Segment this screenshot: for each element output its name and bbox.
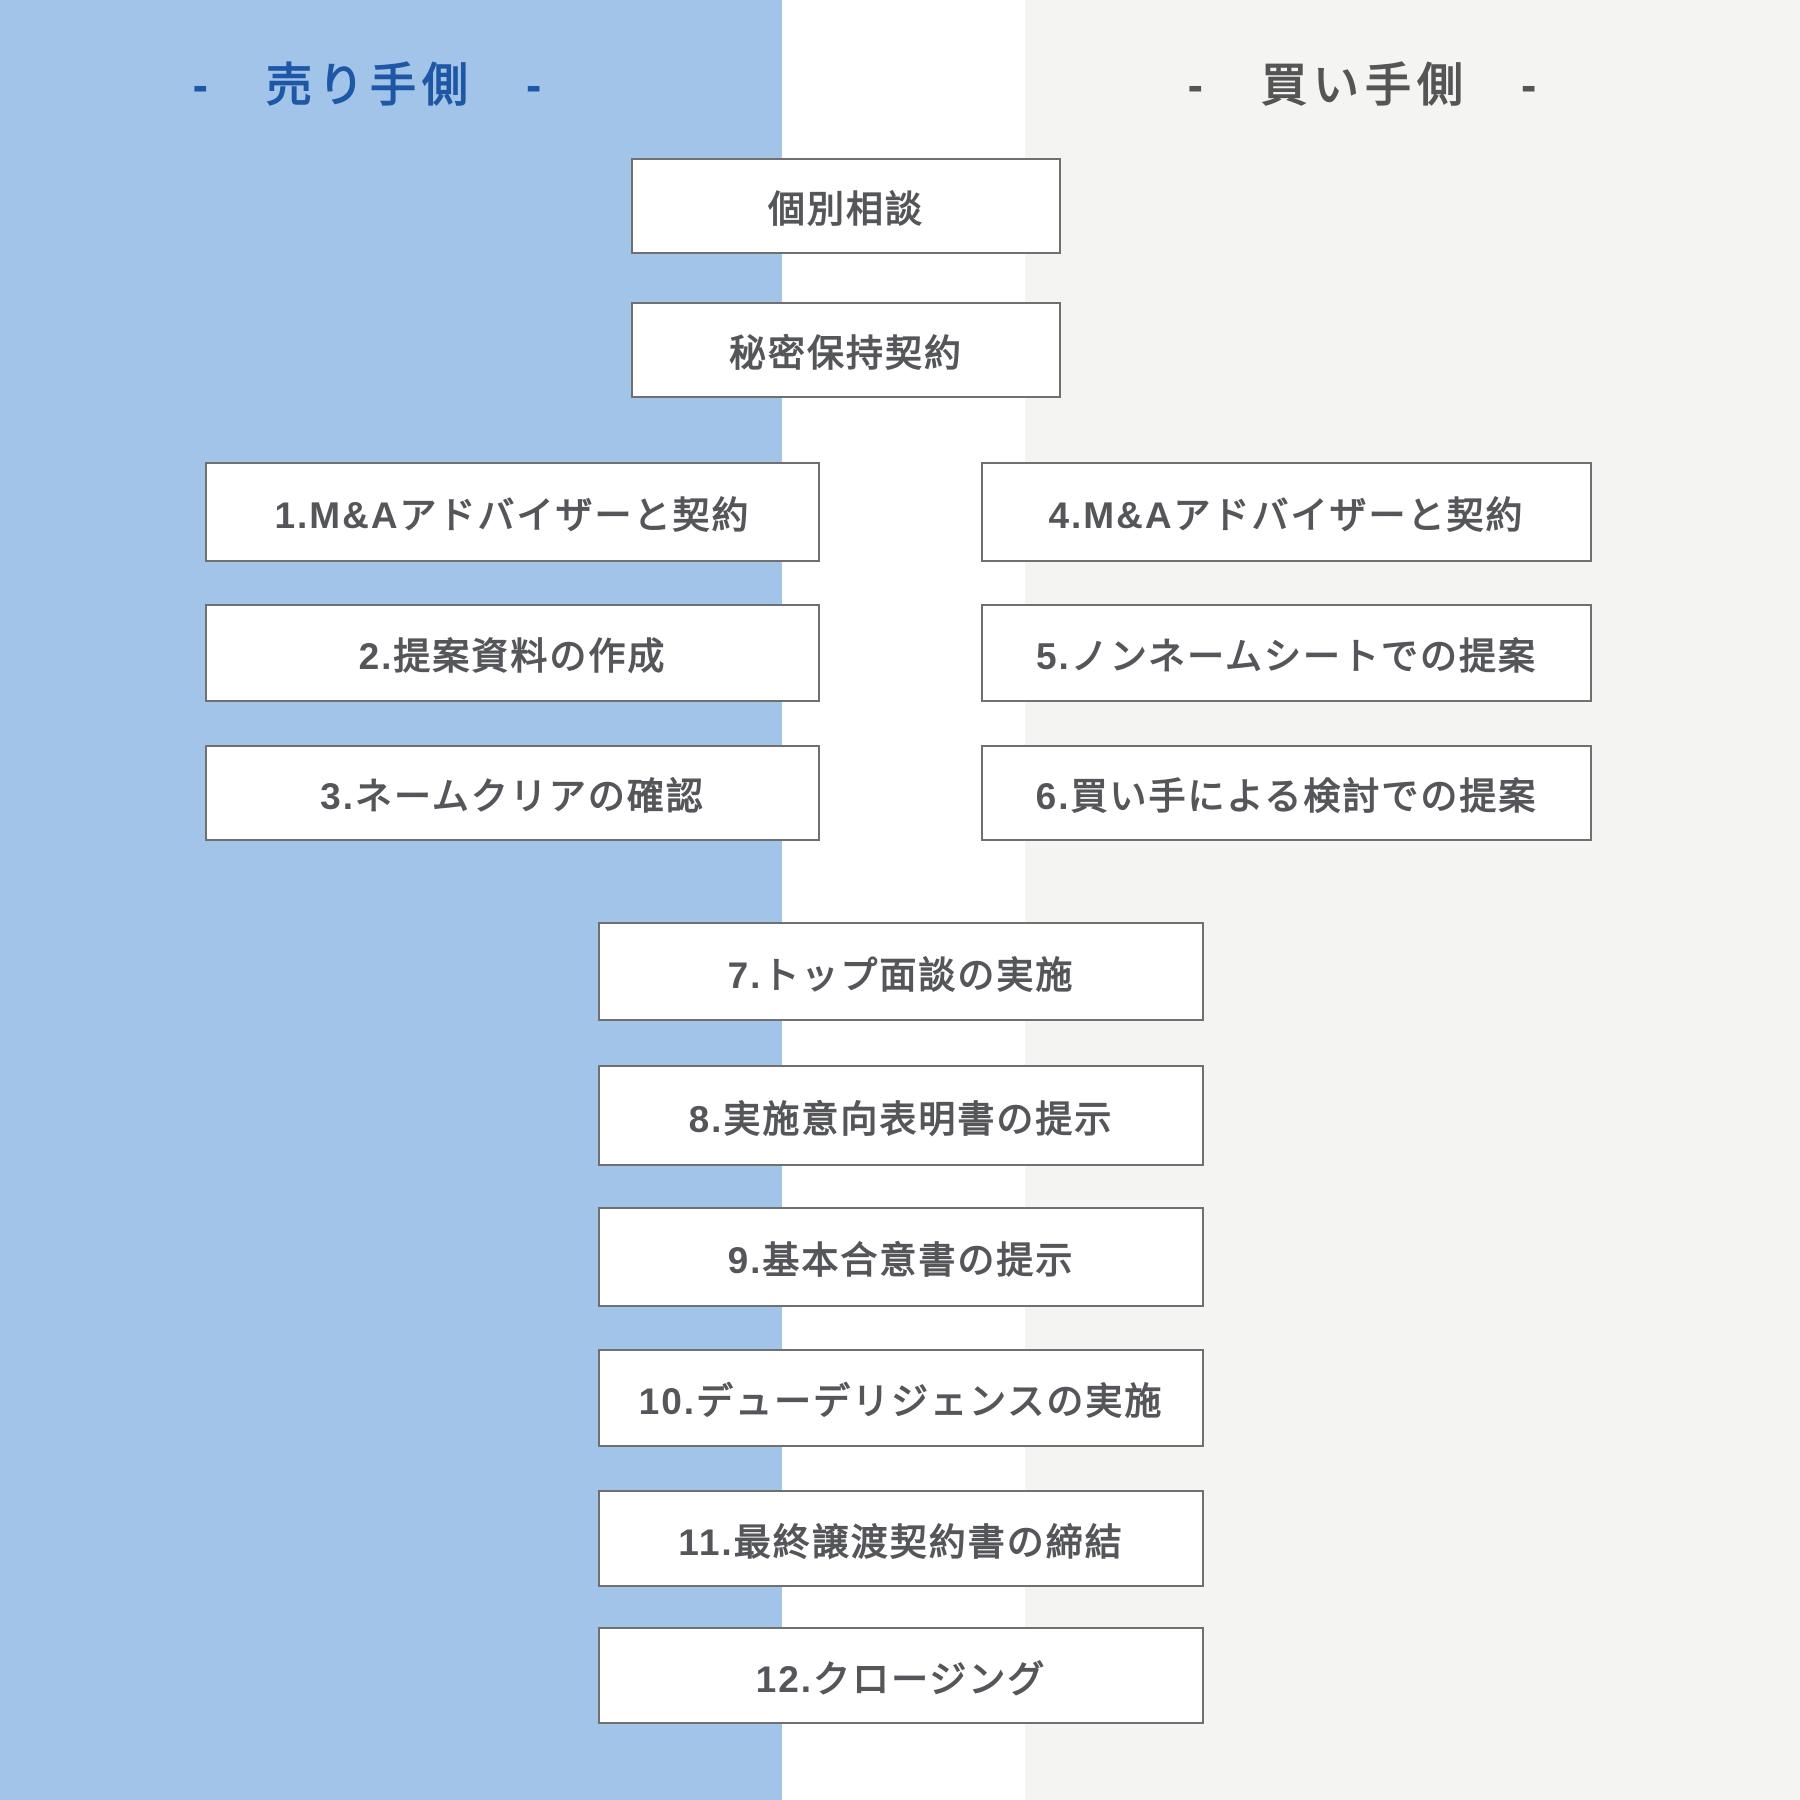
process-box-label: 9.基本合意書の提示 (727, 1240, 1075, 1281)
process-box-label: 8.実施意向表明書の提示 (688, 1098, 1114, 1140)
process-box-step-10: 10.デューデリジェンスの実施 (598, 1349, 1204, 1447)
process-box-label: 5.ノンネームシートでの提案 (1035, 636, 1537, 677)
process-box-himitsu-hoji-keiyaku: 秘密保持契約 (631, 302, 1061, 398)
process-box-label: 6.買い手による検討での提案 (1035, 776, 1538, 817)
process-box-kobetsu-soudan: 個別相談 (631, 158, 1061, 254)
process-box-label: 4.M&Aアドバイザーと契約 (1048, 495, 1525, 536)
process-box-step-2: 2.提案資料の作成 (205, 604, 820, 702)
process-box-label: 11.最終譲渡契約書の締結 (678, 1521, 1124, 1563)
process-box-label: 7.トップ面談の実施 (727, 954, 1075, 996)
process-box-step-12: 12.クロージング (598, 1627, 1204, 1724)
process-box-step-4: 4.M&Aアドバイザーと契約 (981, 462, 1592, 562)
seller-side-header: - 売り手側 - (192, 59, 548, 111)
process-box-step-6: 6.買い手による検討での提案 (981, 745, 1592, 841)
process-box-label: 個別相談 (768, 189, 924, 230)
process-box-step-11: 11.最終譲渡契約書の締結 (598, 1490, 1204, 1587)
process-box-label: 2.提案資料の作成 (358, 636, 667, 677)
process-box-step-8: 8.実施意向表明書の提示 (598, 1065, 1204, 1166)
process-box-step-7: 7.トップ面談の実施 (598, 922, 1204, 1021)
process-box-label: 12.クロージング (755, 1658, 1047, 1700)
process-box-step-9: 9.基本合意書の提示 (598, 1207, 1204, 1307)
process-box-label: 10.デューデリジェンスの実施 (638, 1381, 1164, 1422)
process-box-label: 3.ネームクリアの確認 (320, 776, 705, 817)
process-box-label: 1.M&Aアドバイザーと契約 (274, 495, 751, 536)
process-box-step-1: 1.M&Aアドバイザーと契約 (205, 462, 820, 562)
process-box-step-3: 3.ネームクリアの確認 (205, 745, 820, 841)
buyer-side-header: - 買い手側 - (1187, 59, 1543, 111)
process-box-label: 秘密保持契約 (729, 333, 963, 374)
process-box-step-5: 5.ノンネームシートでの提案 (981, 604, 1592, 702)
